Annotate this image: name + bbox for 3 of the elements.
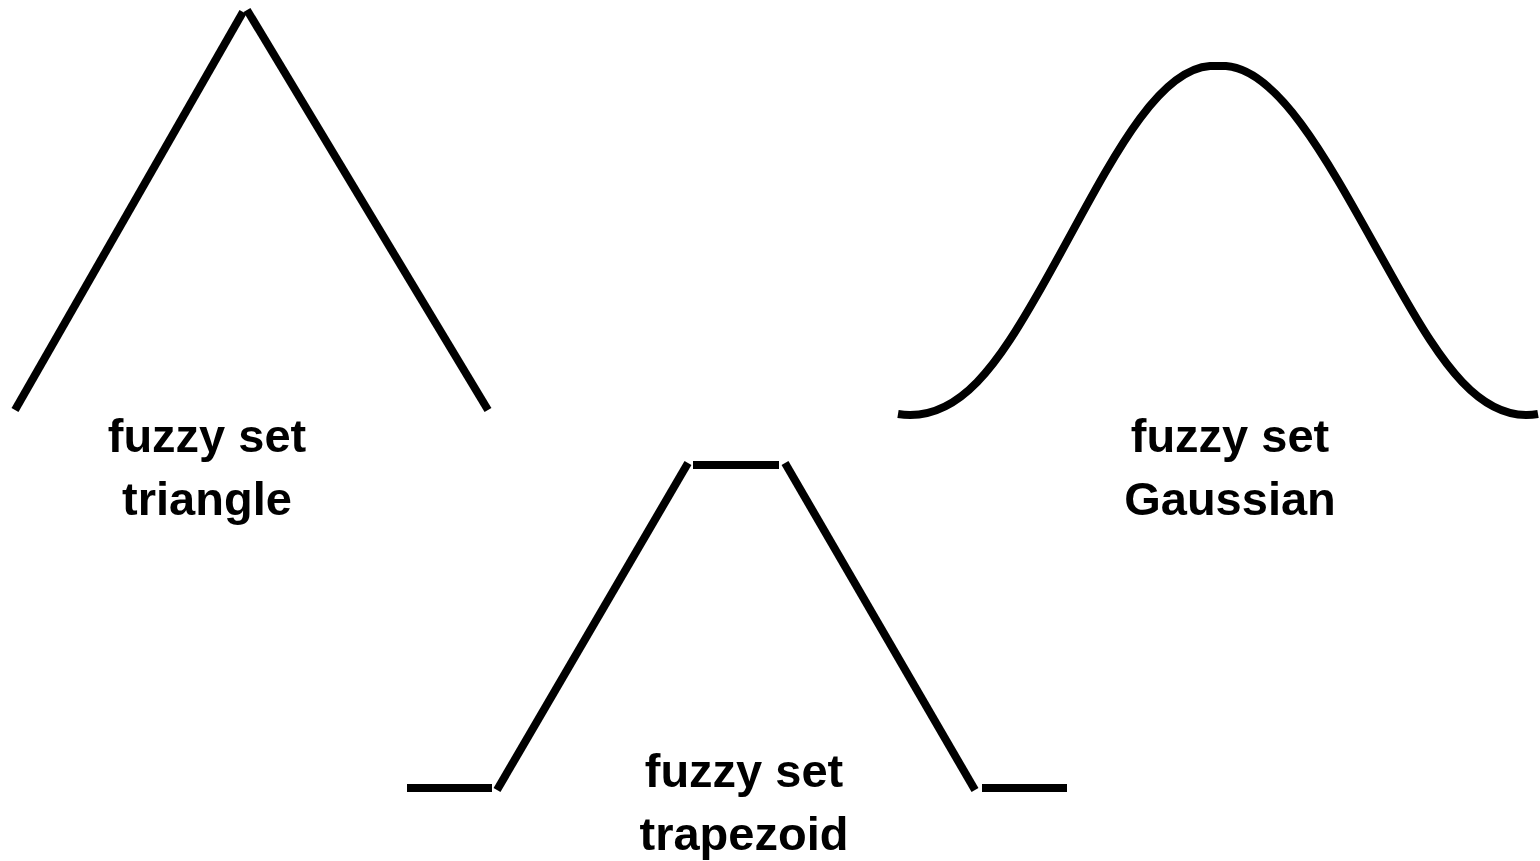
curve-label: fuzzy set triangle (106, 408, 308, 527)
curve-label: fuzzy set Gaussian (1123, 408, 1337, 527)
curve-label: fuzzy set trapezoid (638, 743, 850, 861)
